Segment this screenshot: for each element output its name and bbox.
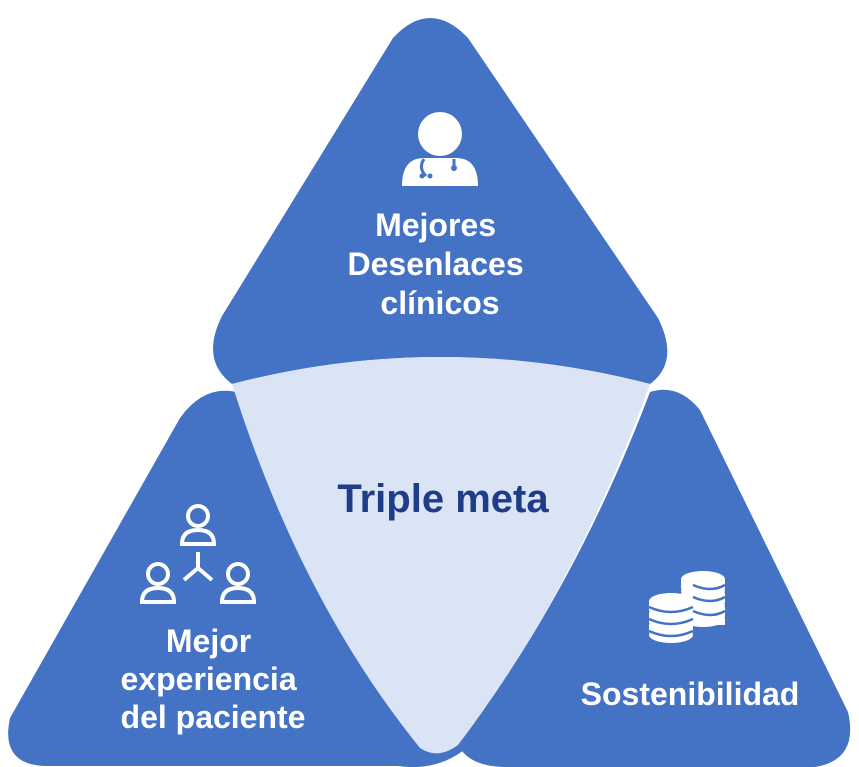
- left-petal-label: Mejor experiencia del paciente: [121, 623, 306, 735]
- left-label-line-1: Mejor: [166, 623, 251, 659]
- patient-network-icon: [139, 504, 257, 604]
- doctor-icon: [402, 112, 478, 186]
- left-label-line-2: experiencia: [121, 661, 297, 697]
- top-label-line-1: Mejores: [375, 207, 496, 243]
- right-label-line-1: Sostenibilidad: [581, 676, 800, 712]
- left-label-line-3: del paciente: [121, 699, 306, 735]
- top-petal: [213, 18, 668, 384]
- top-petal-label: Mejores Desenlaces clínicos: [347, 207, 532, 321]
- center-label: Triple meta: [337, 477, 549, 521]
- right-petal: [458, 389, 851, 767]
- coins-icon: [648, 571, 726, 643]
- center-region: [232, 357, 650, 754]
- top-label-line-3: clínicos: [380, 285, 499, 321]
- top-label-line-2: Desenlaces: [347, 246, 523, 282]
- left-petal: [8, 390, 470, 767]
- right-petal-label: Sostenibilidad: [581, 676, 800, 712]
